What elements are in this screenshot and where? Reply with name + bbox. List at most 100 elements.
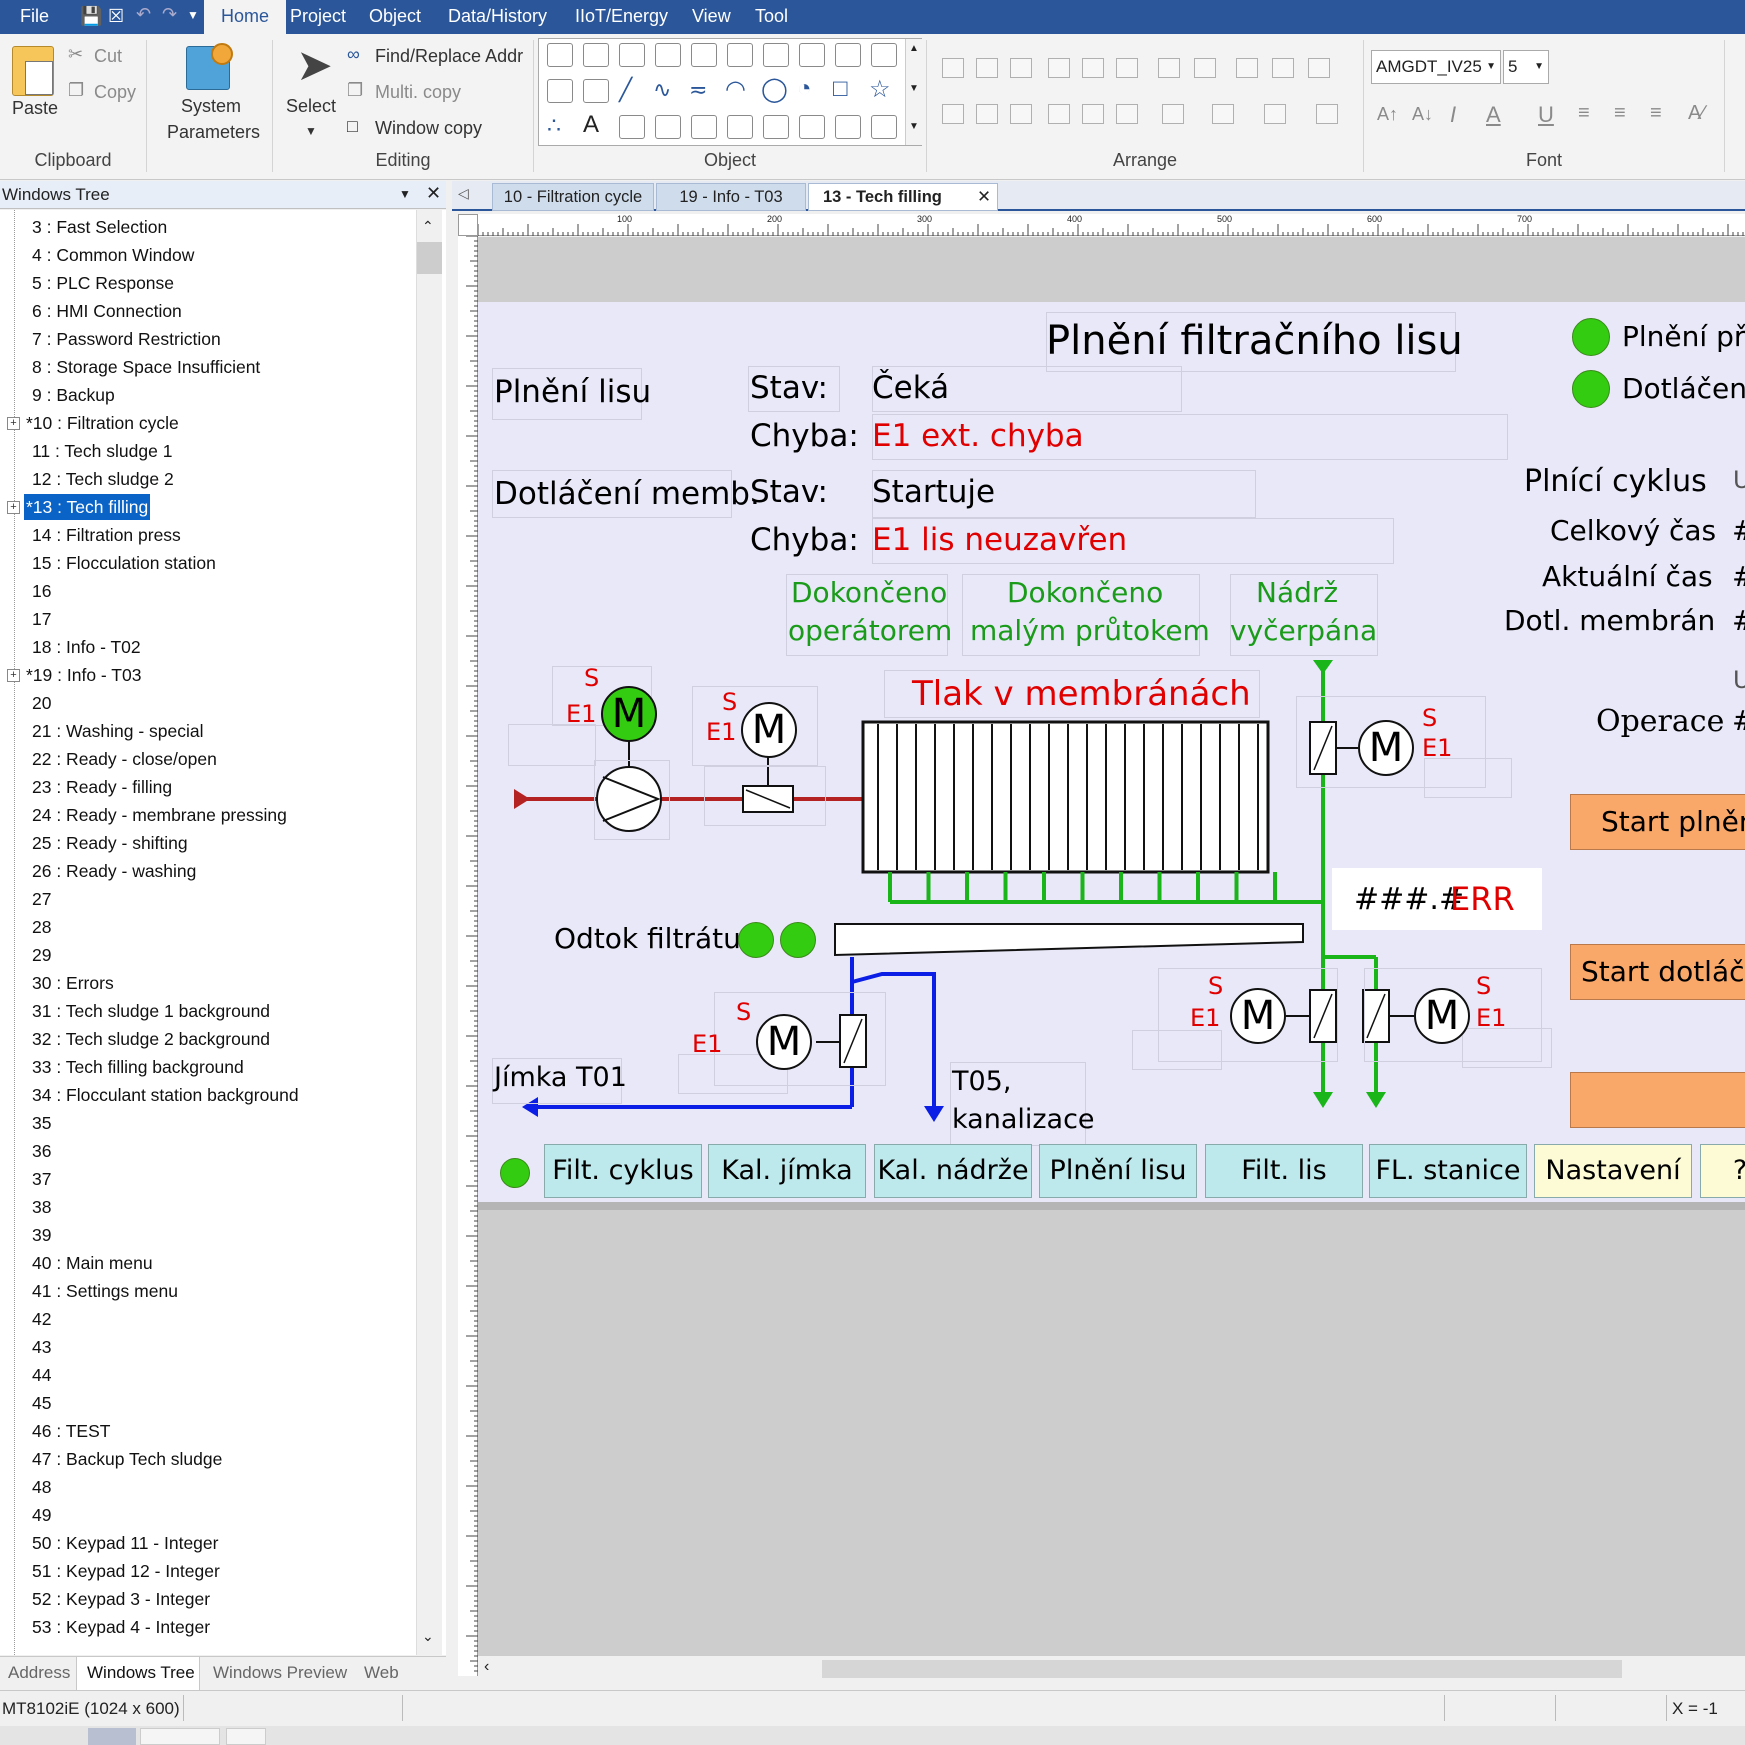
tree-item[interactable]: *19 : Info - T03 <box>26 665 142 685</box>
scatter-icon[interactable]: ∴ <box>547 113 561 138</box>
tree-item[interactable]: 15 : Flocculation station <box>32 553 216 573</box>
tree-item[interactable]: 32 : Tech sludge 2 background <box>32 1029 271 1049</box>
select-button[interactable]: Select <box>286 96 337 116</box>
align-text-right-icon[interactable]: ≡ <box>1650 102 1662 124</box>
align-right-icon[interactable] <box>1010 58 1032 78</box>
same-size-icon[interactable] <box>1236 58 1258 78</box>
tree-item[interactable]: 11 : Tech sludge 1 <box>32 441 173 461</box>
tree-item[interactable]: 46 : TEST <box>32 1421 111 1441</box>
nav-filt-cyklus[interactable]: Filt. cyklus <box>544 1144 702 1198</box>
multi-copy-icon[interactable]: ❐ <box>347 80 364 100</box>
rotate-icon[interactable] <box>1116 104 1138 124</box>
save-close-icon[interactable]: ☒ <box>108 6 125 26</box>
start-filling-button[interactable]: Start plnění <box>1570 794 1745 850</box>
filtrate-valve-motor[interactable]: M <box>756 1014 812 1070</box>
tree-item[interactable]: 39 <box>32 1225 52 1245</box>
pie-icon[interactable]: ◔ <box>797 75 812 102</box>
font-name-select[interactable]: AMGDT_IV25▼ <box>1371 50 1501 84</box>
tree-item[interactable]: 16 <box>32 581 52 601</box>
nav-help[interactable]: ? <box>1700 1144 1745 1198</box>
tree-item[interactable]: 50 : Keypad 11 - Integer <box>32 1533 219 1553</box>
tree-item[interactable]: 29 <box>32 945 52 965</box>
menu-file[interactable]: File <box>20 6 50 26</box>
data-display-icon[interactable] <box>835 115 861 139</box>
find-replace-button[interactable]: Find/Replace Addr <box>375 46 524 66</box>
extra-orange-button[interactable] <box>1570 1072 1745 1128</box>
close-tab-icon[interactable]: ✕ <box>977 188 991 206</box>
tree-item[interactable]: 12 : Tech sludge 2 <box>32 469 174 489</box>
underline-icon[interactable]: U <box>1538 102 1554 127</box>
select-dropdown-icon[interactable]: ▼ <box>305 124 317 138</box>
counter-icon[interactable] <box>547 79 573 103</box>
tree-item[interactable]: *10 : Filtration cycle <box>26 413 179 433</box>
tree-item[interactable]: 31 : Tech sludge 1 background <box>32 1001 271 1021</box>
tree-item[interactable]: 42 <box>32 1309 52 1329</box>
tree-item[interactable]: 23 : Ready - filling <box>32 777 173 797</box>
tree-item[interactable]: 36 <box>32 1141 52 1161</box>
system-parameters-icon[interactable] <box>186 43 233 90</box>
gallery-scrollbar[interactable]: ▲ ▼ ▼ <box>905 39 922 145</box>
taskbar-thumbnail[interactable] <box>140 1728 220 1745</box>
align-text-center-icon[interactable]: ≡ <box>1614 102 1626 124</box>
close-icon[interactable]: ✕ <box>426 183 442 203</box>
nav-filt-lis[interactable]: Filt. lis <box>1205 1144 1363 1198</box>
tree-item[interactable]: 6 : HMI Connection <box>32 301 182 321</box>
history-icon[interactable] <box>799 115 825 139</box>
menu-iiot-energy[interactable]: IIoT/Energy <box>575 6 669 26</box>
tree-item[interactable]: 5 : PLC Response <box>32 273 175 293</box>
cut-icon[interactable]: ✂ <box>68 44 84 64</box>
align-center-icon[interactable] <box>976 58 998 78</box>
nav-plneni-lisu[interactable]: Plnění lisu <box>1039 1144 1197 1198</box>
copy-icon[interactable]: ❐ <box>68 80 85 100</box>
list-icon[interactable] <box>871 43 897 67</box>
align-text-left-icon[interactable]: ≡ <box>1578 102 1590 124</box>
frame-icon[interactable] <box>655 115 681 139</box>
menu-data-history[interactable]: Data/History <box>448 6 548 26</box>
tree-item[interactable]: 27 <box>32 889 52 909</box>
tree-item[interactable]: 35 <box>32 1113 52 1133</box>
align-top-icon[interactable] <box>1048 58 1070 78</box>
space-vertical-icon[interactable] <box>976 104 998 124</box>
tree-item[interactable]: 20 <box>32 693 52 713</box>
menu-tool[interactable]: Tool <box>755 6 789 26</box>
gallery-more-icon[interactable]: ▼ <box>909 121 919 132</box>
tree-item[interactable]: 4 : Common Window <box>32 245 195 265</box>
rectangle-icon[interactable]: □ <box>833 75 848 102</box>
tab-windows-preview[interactable]: Windows Preview <box>213 1663 348 1682</box>
circle-icon[interactable]: ◯ <box>761 76 788 103</box>
toggle-icon[interactable] <box>691 43 717 67</box>
height-icon[interactable] <box>1048 104 1070 124</box>
text-icon[interactable]: A <box>583 111 600 138</box>
system-label-1[interactable]: System <box>181 96 242 116</box>
pin-icon[interactable] <box>1308 58 1330 78</box>
polyline-icon[interactable]: ∿ <box>653 77 672 102</box>
align-left-icon[interactable] <box>942 58 964 78</box>
tree-item[interactable]: 37 <box>32 1169 52 1189</box>
tree-item[interactable]: 47 : Backup Tech sludge <box>32 1449 223 1469</box>
multi-copy-button[interactable]: Multi. copy <box>375 82 462 102</box>
star-icon[interactable]: ☆ <box>869 76 891 103</box>
grid-icon[interactable] <box>691 115 717 139</box>
nav-kal-jimka[interactable]: Kal. jímka <box>708 1144 866 1198</box>
quick-access-dropdown-icon[interactable]: ▼ <box>187 8 199 22</box>
tab-filtration-cycle[interactable]: 10 - Filtration cycle <box>492 183 654 211</box>
panel-dropdown-icon[interactable]: ▼ <box>399 187 411 201</box>
menu-home[interactable]: Home <box>204 0 286 34</box>
tree-item[interactable]: *13 : Tech filling <box>24 494 151 520</box>
slider-icon[interactable] <box>835 43 861 67</box>
tab-info-t03[interactable]: 19 - Info - T03 <box>656 183 806 211</box>
tree-item[interactable]: 44 <box>32 1365 52 1385</box>
select-cursor-icon[interactable]: ➤ <box>296 41 333 90</box>
numeric-icon[interactable] <box>655 43 681 67</box>
canvas-horizontal-scrollbar[interactable]: ‹ <box>478 1655 1745 1681</box>
set-word-icon[interactable] <box>727 43 753 67</box>
tree-item[interactable]: 17 <box>32 609 52 629</box>
redo-icon[interactable]: ↷ <box>162 4 178 24</box>
bring-forward-icon[interactable] <box>1212 104 1234 124</box>
word-lamp-icon[interactable] <box>583 43 609 67</box>
gallery-down-icon[interactable]: ▼ <box>909 83 919 94</box>
align-middle-icon[interactable] <box>1082 58 1104 78</box>
shrink-font-icon[interactable]: A↓ <box>1412 104 1434 124</box>
scroll-left-icon[interactable]: ‹ <box>484 1658 490 1675</box>
tab-address[interactable]: Address <box>8 1663 71 1682</box>
